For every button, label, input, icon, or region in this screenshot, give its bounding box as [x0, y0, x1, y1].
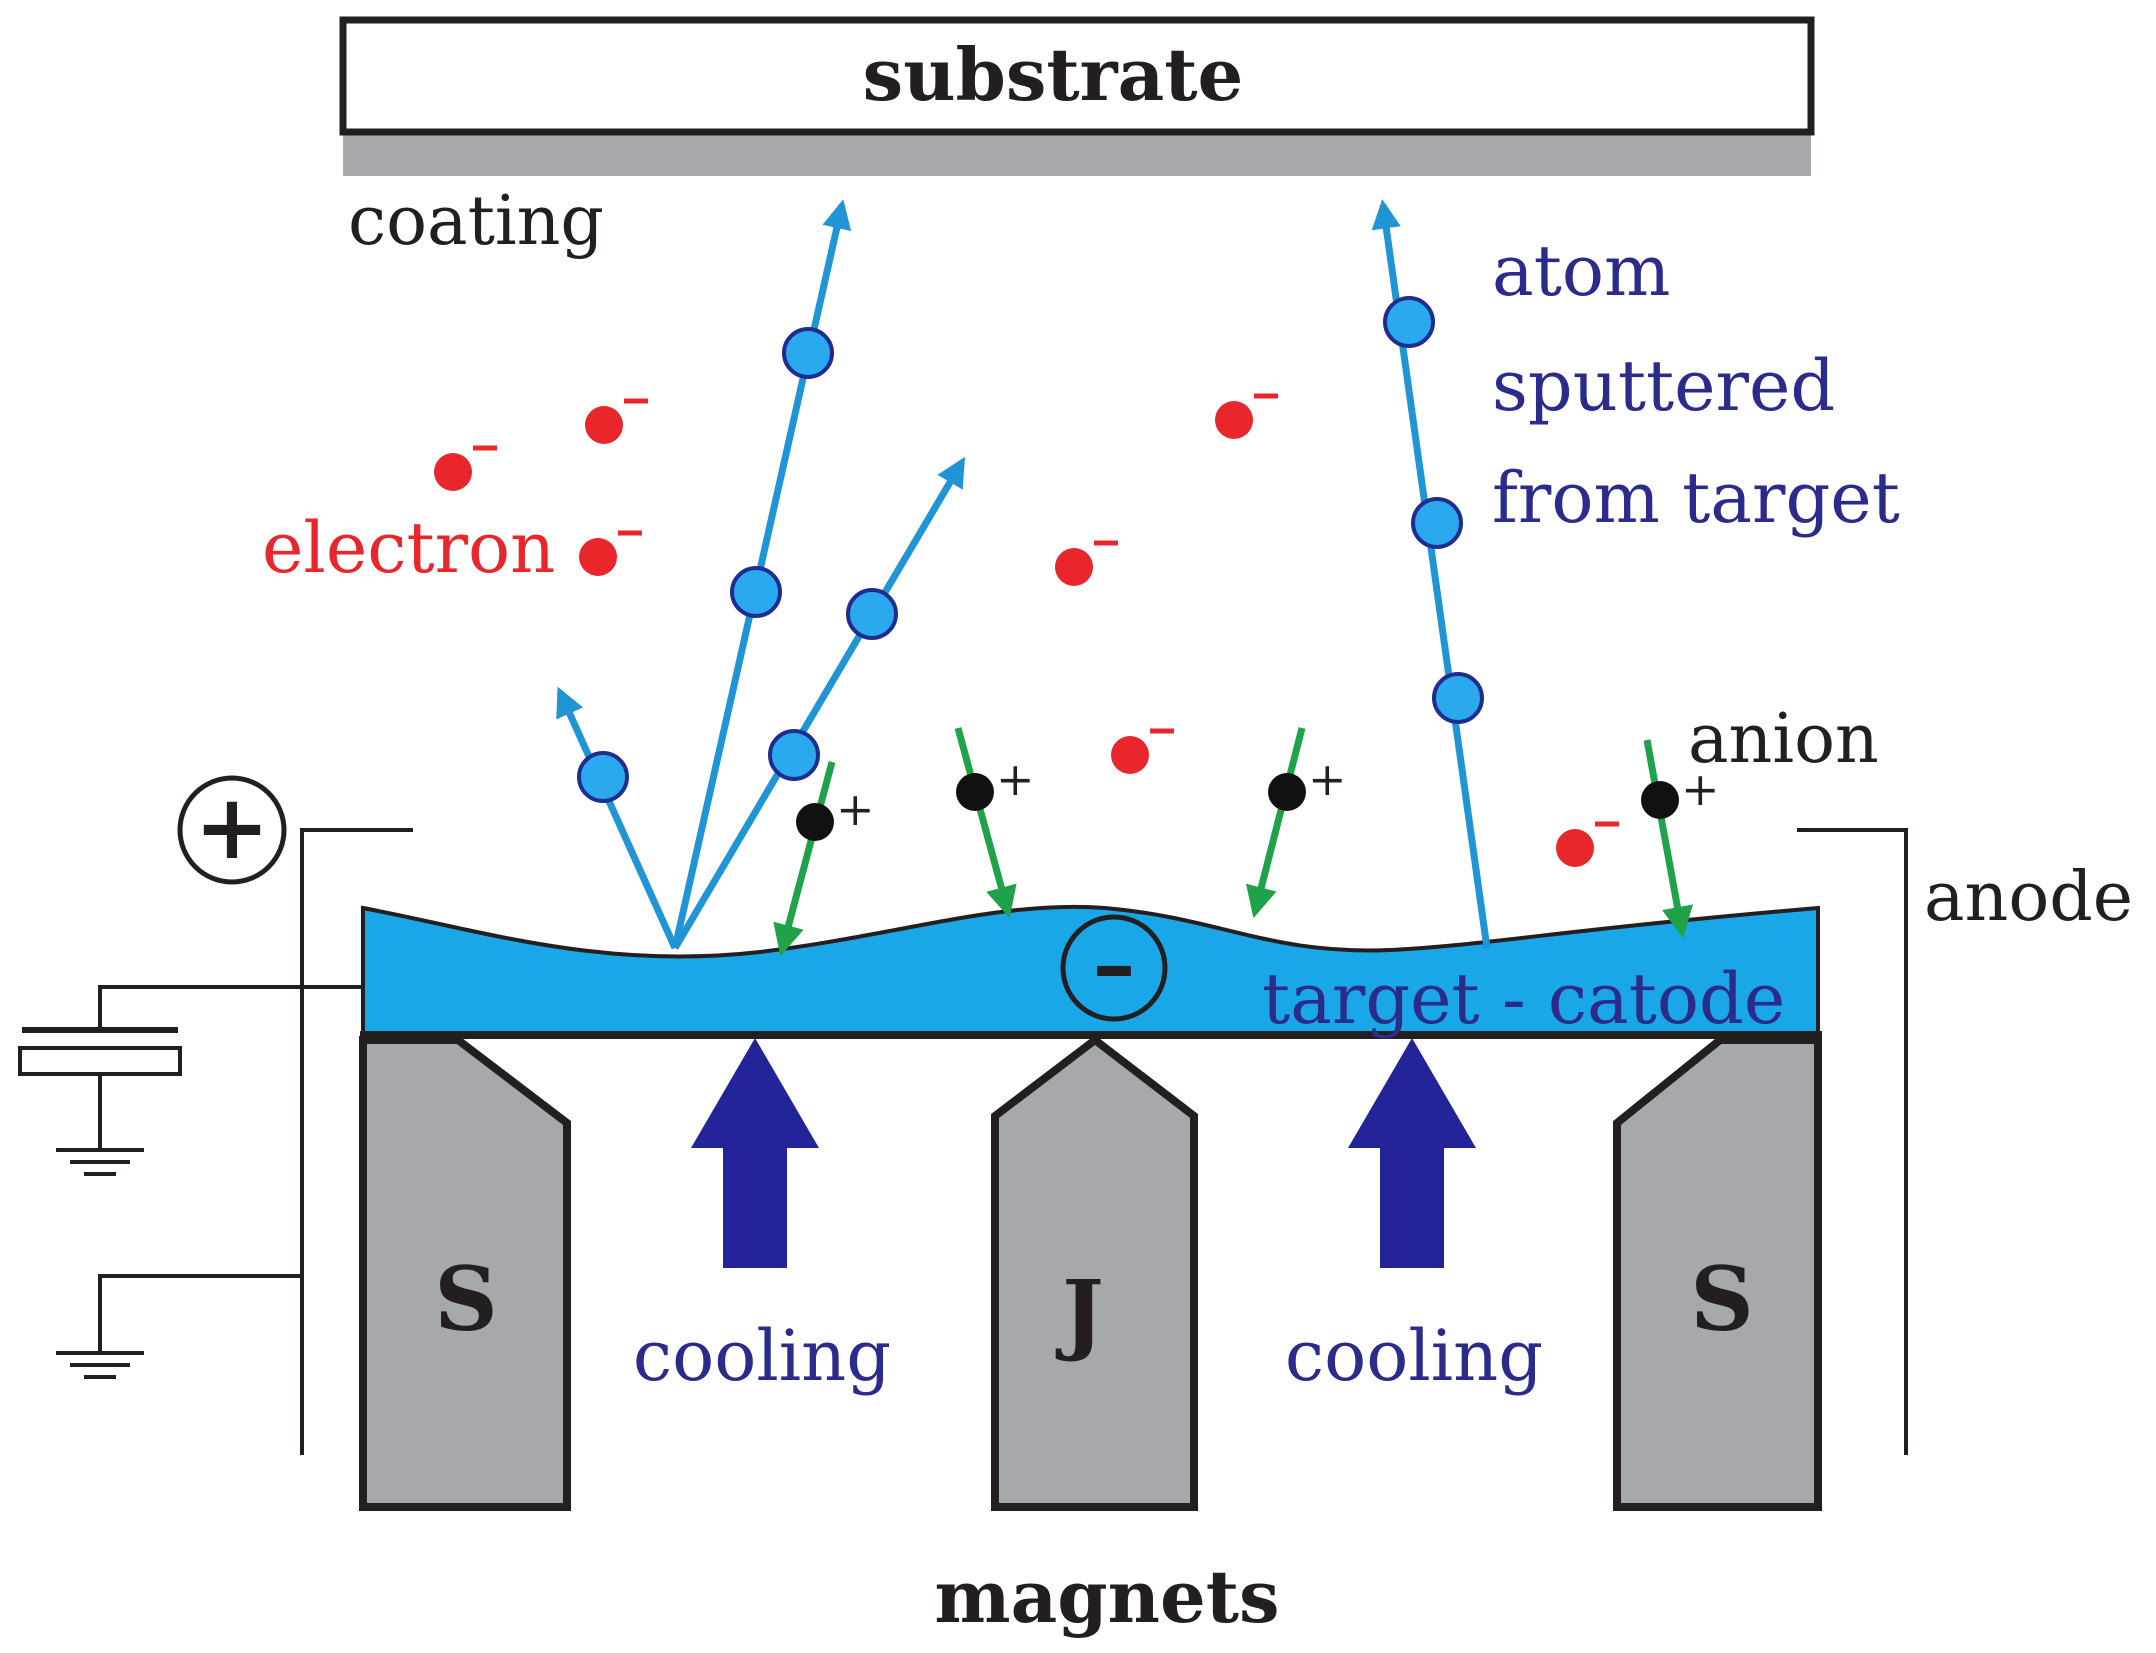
- electron: [585, 406, 623, 444]
- cooling-right-label: cooling: [1285, 1315, 1543, 1397]
- anode-plus-sign: +: [194, 774, 269, 880]
- anode: anode +: [177, 774, 2133, 1455]
- anode-ground-wire: [98, 1274, 302, 1353]
- cooling-left-label: cooling: [633, 1315, 891, 1397]
- ion-arrow-2: [954, 727, 1017, 919]
- atom: [846, 588, 898, 640]
- from-target-label: from target: [1492, 457, 1900, 539]
- atom-path-1: [556, 686, 679, 950]
- power-supply-circuit: [18, 985, 363, 1379]
- atom: [730, 566, 782, 618]
- atom-path-3: [671, 456, 966, 950]
- target-surface: [361, 904, 1820, 1037]
- electrons: [434, 393, 1619, 867]
- capacitor-plate-bottom: [18, 1046, 182, 1076]
- sputtered-label: sputtered: [1492, 345, 1835, 427]
- substrate: substrate: [339, 16, 1815, 176]
- electron-label: electron: [262, 507, 555, 589]
- electron: [1055, 548, 1093, 586]
- ion-charge: +: [836, 782, 875, 836]
- ion-charge: +: [1308, 752, 1347, 806]
- magnets-label: magnets: [934, 1554, 1279, 1639]
- ion-arrow-3: [1245, 727, 1306, 919]
- magnet-right: [1613, 1036, 1822, 1511]
- electron: [579, 538, 617, 576]
- ions: + + + +: [773, 727, 1720, 957]
- ion-charge: +: [1681, 762, 1720, 816]
- ion: [956, 773, 994, 811]
- anode-label: anode: [1924, 858, 2133, 937]
- ion: [1641, 781, 1679, 819]
- atom: [1411, 497, 1463, 549]
- magnet-right-label: S: [1690, 1247, 1754, 1351]
- atom: [577, 751, 629, 803]
- atom-label: atom: [1492, 230, 1670, 312]
- ion-charge: +: [996, 752, 1035, 806]
- electron: [1111, 736, 1149, 774]
- electron: [434, 453, 472, 491]
- atom: [782, 327, 834, 379]
- ion: [1268, 773, 1306, 811]
- magnet-center-label: J: [1055, 1260, 1104, 1364]
- electron: [1215, 401, 1253, 439]
- anode-bracket-right: [1797, 828, 1908, 1455]
- magnet-center: [991, 1034, 1198, 1511]
- target-catode-label: target - catode: [1262, 958, 1785, 1040]
- atom: [1383, 296, 1435, 348]
- substrate-label: substrate: [863, 32, 1244, 117]
- magnet-left: [359, 1036, 571, 1511]
- cathode-wire: [98, 985, 363, 1028]
- ion-arrow-4: [1643, 739, 1693, 939]
- ion-arrow-1: [773, 761, 836, 957]
- cooling-arrow-left: [691, 1038, 819, 1268]
- atom: [1432, 672, 1484, 724]
- substrate-plate: [339, 16, 1815, 136]
- magnets: S J S: [359, 1034, 1822, 1511]
- atom: [768, 729, 820, 781]
- sputtered-atoms: [556, 199, 1491, 950]
- cathode-minus-circle: [1060, 914, 1168, 1022]
- cathode-minus-sign: –: [1093, 914, 1136, 1015]
- magnet-left-label: S: [434, 1247, 498, 1351]
- electron: [1556, 829, 1594, 867]
- coating-label: coating: [348, 182, 604, 261]
- anode-bracket-left: [300, 828, 413, 1455]
- cooling-arrows: cooling cooling: [633, 1038, 1543, 1397]
- anode-plus-circle: [177, 775, 287, 885]
- anion-label: anion: [1688, 700, 1879, 779]
- ion: [796, 803, 834, 841]
- cooling-arrow-right: [1348, 1038, 1476, 1268]
- target-cathode: – target - catode: [360, 904, 1822, 1040]
